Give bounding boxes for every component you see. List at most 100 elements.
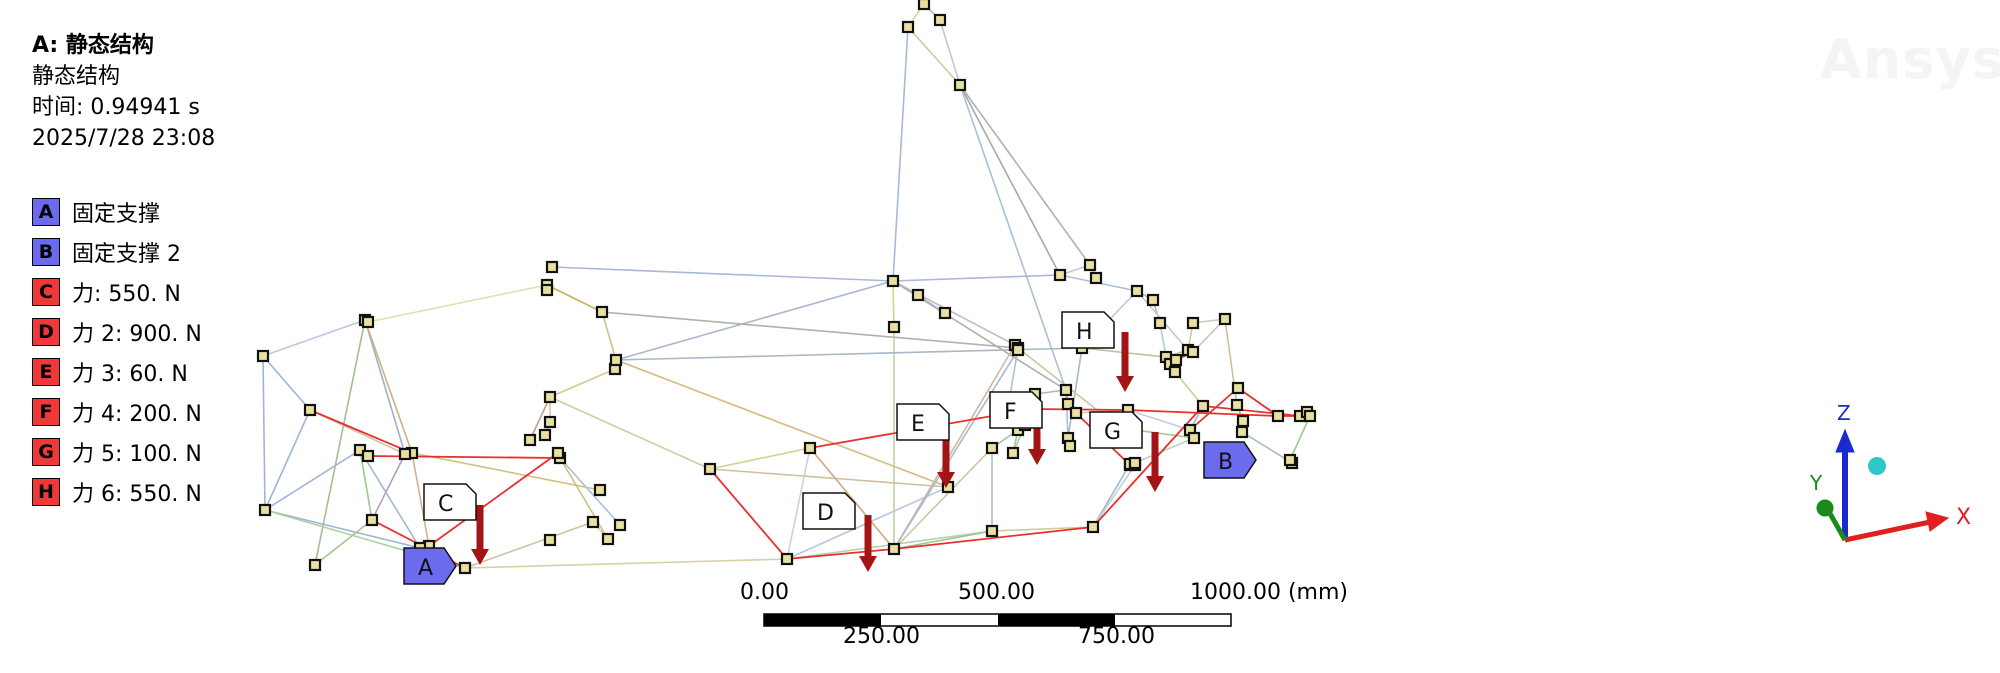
legend-label: 力: 550. N (72, 282, 181, 307)
node-marker (1168, 365, 1182, 379)
scale-label-500: 500.00 (958, 580, 1035, 605)
y-axis-icon (1825, 508, 1848, 542)
node-marker (523, 433, 537, 447)
node-marker (398, 447, 412, 461)
truss-member (959, 84, 1067, 391)
truss-member (546, 284, 603, 313)
legend-box-f: F (32, 398, 60, 426)
legend-label: 力 5: 100. N (72, 442, 202, 467)
truss-member (786, 447, 811, 560)
result-info: A: 静态结构 静态结构 时间: 0.94941 s 2025/7/28 23:… (32, 30, 215, 154)
truss-nodes (256, 0, 1317, 575)
truss-member (262, 355, 266, 511)
node-marker (901, 20, 915, 34)
scale-bar (763, 613, 1232, 627)
truss-member (559, 457, 609, 540)
node-marker (1059, 383, 1073, 397)
node-marker (1230, 398, 1244, 412)
load-flag-b[interactable]: B (1203, 441, 1257, 479)
legend-item-g[interactable]: G 力 5: 100. N (32, 432, 202, 472)
truss-member (314, 519, 373, 566)
loaded-truss-member (1237, 387, 1279, 417)
node-marker (586, 515, 600, 529)
node-marker (258, 503, 272, 517)
time-readout: 时间: 0.94941 s (32, 95, 200, 120)
load-flag-c[interactable]: C (423, 483, 477, 521)
node-marker (1303, 409, 1317, 423)
node-marker (887, 542, 901, 556)
load-flag-h[interactable]: H (1061, 311, 1115, 349)
x-axis-icon (1844, 519, 1931, 543)
node-marker (551, 446, 565, 460)
legend-box-h: H (32, 478, 60, 506)
node-marker (593, 483, 607, 497)
node-marker (1083, 258, 1097, 272)
node-marker (1187, 431, 1201, 445)
truss-member (264, 449, 361, 511)
node-marker (308, 558, 322, 572)
truss-member (709, 468, 949, 488)
node-marker (780, 552, 794, 566)
load-flag-d[interactable]: D (802, 492, 856, 530)
flag-letter: C (438, 492, 453, 517)
analysis-title: A: 静态结构 (32, 33, 154, 58)
truss-member (559, 457, 621, 526)
load-flag-e[interactable]: E (896, 403, 950, 441)
loaded-truss-member (709, 468, 788, 560)
truss-member (893, 349, 1019, 550)
node-marker (1006, 446, 1020, 460)
flag-letter: B (1218, 450, 1233, 475)
truss-member (1092, 464, 1136, 528)
isometric-view-ball[interactable] (1868, 457, 1886, 475)
node-marker (1271, 409, 1285, 423)
load-flag-f[interactable]: F (989, 391, 1043, 429)
truss-member (1241, 431, 1293, 464)
scale-label-750: 750.00 (1078, 624, 1155, 649)
truss-member (893, 530, 993, 550)
load-flag-g[interactable]: G (1089, 411, 1143, 449)
node-marker (938, 306, 952, 320)
truss-member (893, 447, 993, 550)
truss-member (1127, 409, 1191, 431)
y-axis-label: Y (1809, 471, 1823, 495)
truss-member (709, 447, 811, 470)
force-arrow-icon (859, 515, 877, 572)
ansys-watermark: Ansys (1820, 28, 2000, 91)
load-markers: C D E F G H A B (403, 311, 1257, 585)
node-marker (703, 462, 717, 476)
node-marker (545, 260, 559, 274)
truss-member (601, 311, 617, 361)
truss-member (364, 319, 413, 454)
legend-label: 力 6: 550. N (72, 482, 202, 507)
node-marker (361, 315, 375, 329)
truss-member (959, 84, 1091, 266)
flag-letter: H (1076, 320, 1093, 345)
legend-item-h[interactable]: H 力 6: 550. N (32, 472, 202, 512)
node-marker (1011, 343, 1025, 357)
legend-label: 力 2: 900. N (72, 322, 202, 347)
truss-member (893, 344, 1016, 550)
flag-letter: D (817, 501, 834, 526)
node-marker (543, 415, 557, 429)
node-marker (1086, 520, 1100, 534)
node-marker (917, 0, 931, 11)
node-marker (803, 441, 817, 455)
legend-box-g: G (32, 438, 60, 466)
timestamp: 2025/7/28 23:08 (32, 126, 216, 151)
force-arrow-icon (1116, 332, 1134, 392)
coordinate-triad[interactable]: Z X Y (1780, 396, 1980, 556)
truss-member (411, 452, 430, 547)
load-flag-a[interactable]: A (403, 547, 457, 585)
force-arrow-icon (1146, 432, 1164, 492)
legend-box-e: E (32, 358, 60, 386)
node-marker (595, 305, 609, 319)
truss-member (264, 509, 421, 549)
truss-member (615, 347, 1083, 361)
